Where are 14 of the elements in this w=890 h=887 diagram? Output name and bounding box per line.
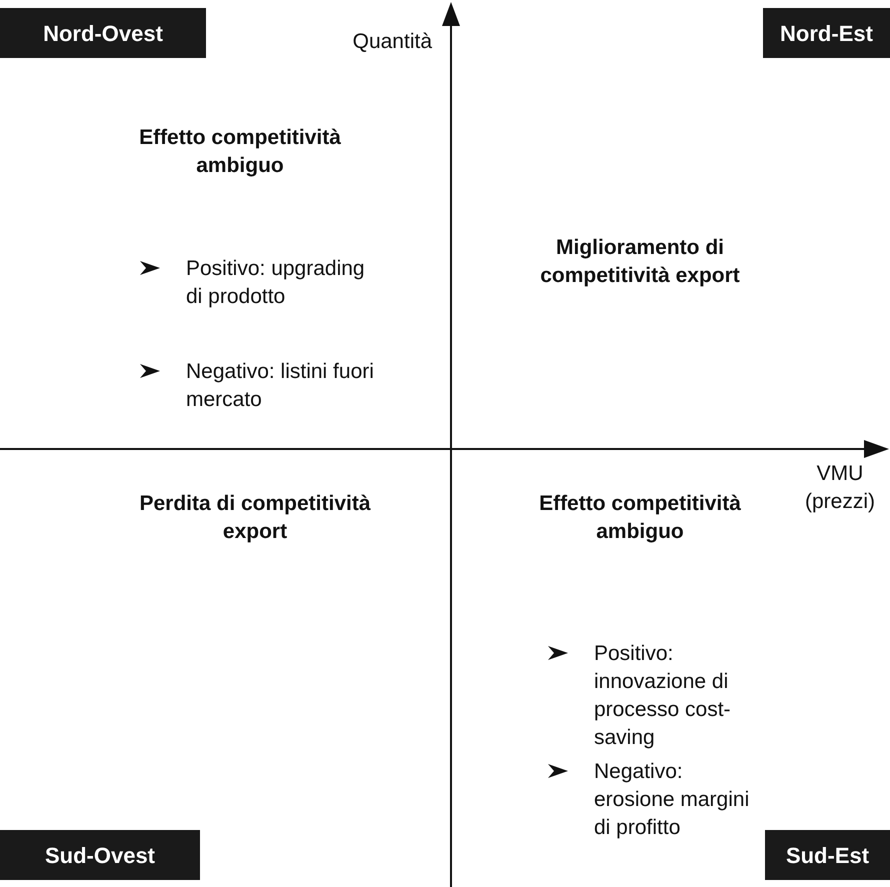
bullet-text: Negativo: listini fuori mercato <box>186 359 375 413</box>
quadrant-heading: Effetto competitività ambiguo <box>138 125 342 179</box>
quadrant-heading: Miglioramento di competitività export <box>539 235 741 289</box>
quadrant-heading: Perdita di competitività export <box>138 491 372 545</box>
axis-label: Quantità <box>352 29 432 55</box>
bullet-text: Positivo: upgrading di prodotto <box>186 256 366 310</box>
quadrant-tag: Nord-Ovest <box>0 8 206 58</box>
quadrant-tag: Nord-Est <box>763 8 890 58</box>
bullet-text: Negativo: erosione margini di profitto <box>594 759 750 841</box>
axis-label: VMU (prezzi) <box>804 461 876 515</box>
bullet-text: Positivo: innovazione di processo cost-saving <box>594 641 732 751</box>
quadrant-heading: Effetto competitività ambiguo <box>538 491 742 545</box>
quadrant-tag: Sud-Ovest <box>0 830 200 880</box>
quadrant-tag: Sud-Est <box>765 830 890 880</box>
